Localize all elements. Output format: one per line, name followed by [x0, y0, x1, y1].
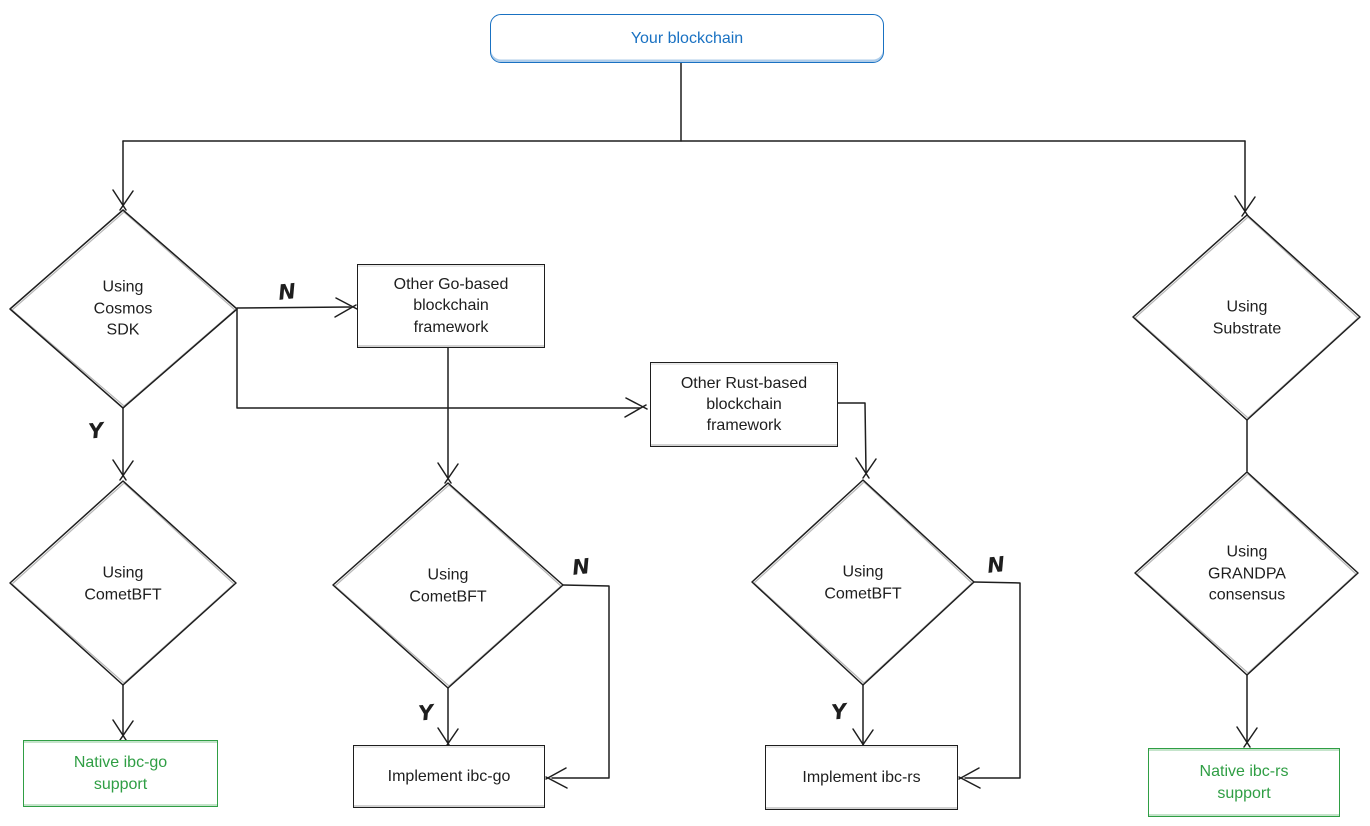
edge-rust-framework-to-cometbft-right — [837, 402, 867, 473]
node-native-ibc-go-support: Native ibc-go support — [23, 740, 218, 807]
edge-cometbft-left-arrowhead — [112, 719, 134, 741]
diamond-using-cometbft-mid — [332, 482, 564, 689]
edge-go-framework-arrowhead — [437, 462, 459, 484]
diamond-using-cometbft-left — [9, 480, 237, 686]
diamond-using-grandpa — [1134, 471, 1359, 676]
edge-cometbft-right-no-loop — [964, 581, 1021, 779]
node-other-rust-framework: Other Rust-based blockchain framework — [650, 362, 838, 447]
edge-label-cometbft-mid-no: N — [571, 554, 591, 580]
edge-span-to-substrate-arrowhead — [1234, 195, 1256, 217]
node-your-blockchain: Your blockchain — [490, 14, 884, 63]
diamond-using-substrate — [1132, 214, 1361, 421]
node-native-ibc-rs-support: Native ibc-rs support — [1148, 748, 1340, 817]
edge-cosmos-no-to-go-framework — [236, 306, 351, 309]
label-using-substrate: Using Substrate — [1212, 298, 1282, 337]
edge-label-cometbft-right-yes: Y — [830, 699, 848, 725]
edge-cosmos-no-arrowhead — [334, 297, 358, 318]
label-using-grandpa: Using GRANDPA consensus — [1208, 543, 1286, 604]
edge-cometbft-right-no-arrowhead — [958, 767, 981, 789]
edge-cometbft-mid-no-arrowhead — [545, 767, 568, 789]
edge-cometbft-mid-no-loop — [551, 584, 610, 779]
edge-label-cometbft-right-no: N — [986, 552, 1006, 578]
edge-label-cosmos-no: N — [277, 279, 297, 305]
edge-cosmos-to-rust-framework — [236, 308, 641, 409]
diamond-using-cosmos-sdk — [9, 209, 238, 409]
label-using-cosmos-sdk: Using Cosmos SDK — [93, 278, 153, 339]
node-other-go-framework: Other Go-based blockchain framework — [357, 264, 545, 348]
edge-label-cosmos-yes: Y — [87, 418, 105, 444]
edge-grandpa-arrowhead — [1236, 726, 1258, 748]
edge-cosmos-to-rust-arrowhead — [624, 397, 648, 418]
label-using-cometbft-right: Using CometBFT — [824, 563, 902, 602]
diamond-using-cometbft-right — [751, 479, 975, 686]
edge-cometbft-mid-yes-arrowhead — [437, 727, 459, 749]
edge-span-to-cosmos-arrowhead — [112, 189, 134, 211]
edge-cosmos-yes-arrowhead — [112, 459, 134, 481]
label-using-cometbft-mid: Using CometBFT — [409, 566, 487, 605]
edge-rust-framework-arrowhead — [855, 457, 877, 479]
node-implement-ibc-rs: Implement ibc-rs — [765, 745, 958, 810]
edge-label-cometbft-mid-yes: Y — [417, 700, 435, 726]
node-implement-ibc-go: Implement ibc-go — [353, 745, 545, 808]
label-using-cometbft-left: Using CometBFT — [84, 564, 162, 603]
